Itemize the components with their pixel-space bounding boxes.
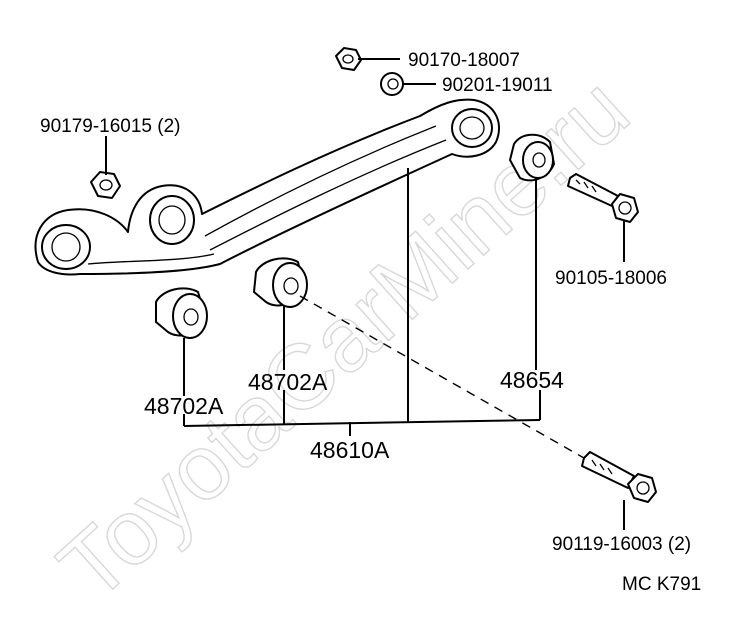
label-bushing-mid: 48702A: [248, 369, 328, 395]
bushing-left-part: [155, 287, 208, 339]
front-bolt-part: [581, 451, 657, 503]
washer-part: [380, 72, 404, 96]
left-nut-part: [90, 171, 121, 199]
label-washer: 90201-19011: [442, 75, 553, 96]
label-rear-bolt: 90105-18006: [555, 268, 667, 289]
bushing-right-part: [509, 133, 555, 182]
suspension-arm: [34, 98, 501, 276]
label-bushing-left: 48702A: [144, 393, 224, 419]
diagram-code: MC K791: [622, 574, 701, 595]
rear-bolt-part: [567, 173, 639, 223]
label-left-nut: 90179-16015 (2): [40, 116, 181, 137]
label-front-bolt: 90119-16003 (2): [552, 534, 691, 555]
label-nut: 90170-18007: [408, 50, 520, 71]
nut-part: [335, 47, 362, 71]
label-bushing-right: 48654: [500, 367, 564, 393]
label-arm-assembly: 48610A: [310, 437, 390, 463]
part-labels: 90170-18007 90201-19011 90179-16015 (2) …: [40, 50, 701, 595]
bushing-mid-part: [253, 257, 308, 308]
leader-lines: [105, 58, 625, 530]
